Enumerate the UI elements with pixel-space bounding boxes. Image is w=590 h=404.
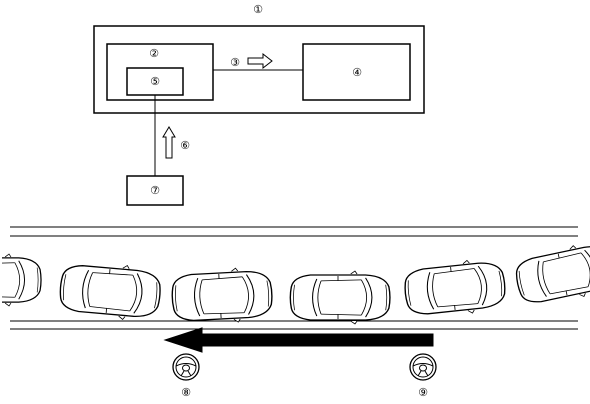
car-5 — [401, 256, 508, 321]
label-box-left: ② — [149, 47, 159, 60]
car-3 — [170, 265, 274, 327]
car-2 — [57, 259, 163, 324]
steering-wheel-icon-right — [409, 353, 437, 381]
outer-box — [93, 25, 425, 114]
input-arrow-icon — [162, 126, 176, 159]
bottom-box — [126, 175, 184, 206]
label-bottom-box: ⑦ — [150, 184, 160, 197]
car-1 — [0, 253, 42, 307]
label-signal-arrow: ③ — [230, 56, 240, 69]
box-right — [302, 43, 411, 101]
car-4 — [289, 270, 391, 325]
steering-wheel-icon-left — [172, 353, 200, 381]
label-outer-box: ① — [253, 3, 263, 16]
label-inner-box: ⑤ — [150, 75, 160, 88]
arrow-left-icon — [163, 327, 434, 353]
signal-arrow-icon — [247, 52, 273, 70]
box-left — [106, 43, 214, 101]
label-wheel-right: ⑨ — [418, 386, 428, 399]
label-input-arrow: ⑥ — [180, 139, 190, 152]
label-box-right: ④ — [352, 66, 362, 79]
label-wheel-left: ⑧ — [181, 386, 191, 399]
car-6 — [511, 238, 590, 311]
